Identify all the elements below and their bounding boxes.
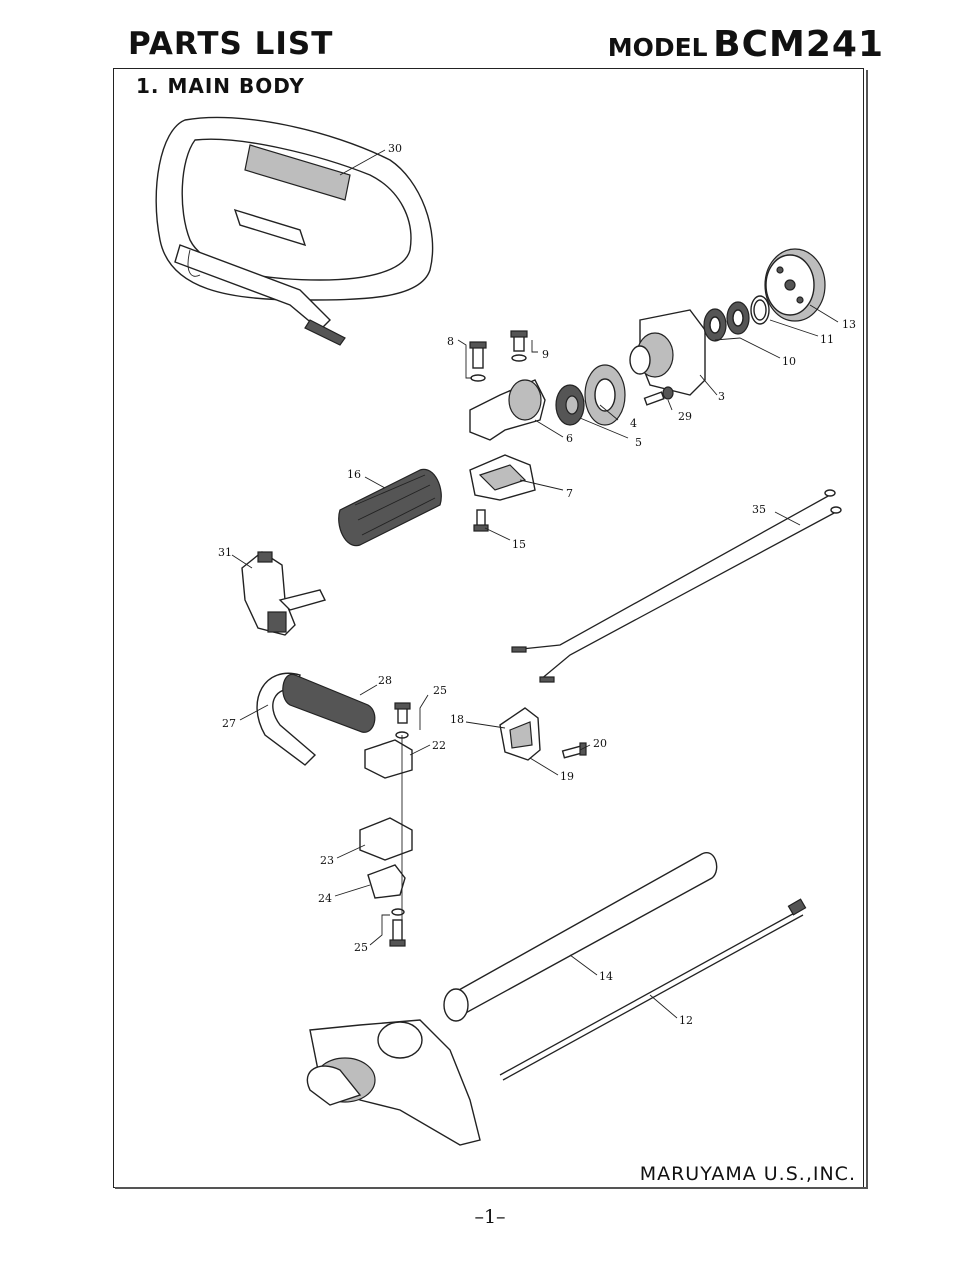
handle-clamp-part-22 [364,739,413,779]
callout-15: 15 [512,538,526,551]
model-heading: MODEL BCM241 [608,24,884,65]
clamp-part-24 [367,864,406,899]
callout-9: 9 [542,348,549,361]
clutch-housing-part-3 [629,309,706,396]
callout-24: 24 [318,892,332,905]
grip-part-28 [282,673,376,733]
callout-8: 8 [447,335,454,348]
callout-29: 29 [678,410,692,423]
callout-12: 12 [679,1014,693,1027]
callout-4: 4 [630,417,637,430]
callout-11: 11 [820,333,834,346]
cable-part-35 [511,489,842,683]
callout-25-upper: 25 [433,684,447,697]
clamp-part-23 [359,817,413,861]
callout-31: 31 [218,546,232,559]
frame-shadow-right [866,70,868,1189]
callout-35: 35 [752,503,766,516]
damper-part-5 [555,384,585,426]
bolt-part-25-upper [394,702,411,739]
throttle-part-31 [241,551,327,636]
callout-28: 28 [378,674,392,687]
callout-18: 18 [450,713,464,726]
callout-16: 16 [347,468,361,481]
page-number: –1– [474,1206,506,1228]
callout-30: 30 [388,142,402,155]
gasket-part-4 [584,364,626,426]
bolt-part-15 [473,509,489,532]
bolt-part-9 [510,330,528,362]
model-prefix: MODEL [607,33,708,62]
callout-numbers: 30 8 9 3 29 4 5 6 7 15 10 11 13 16 31 35… [218,142,856,1027]
callout-19: 19 [560,770,574,783]
company-name: MARUYAMA U.S.,INC. [639,1163,856,1185]
grip-part-16 [338,468,442,547]
callout-7: 7 [566,487,573,500]
bearings-part-10 [703,301,750,342]
callout-25-lower: 25 [354,941,368,954]
bolt-part-8 [469,341,487,382]
shaft-pipe-part-14 [443,852,718,1022]
model-number: BCM241 [713,24,884,65]
clamp-part-7 [469,454,536,501]
harness-part-30 [155,116,434,346]
bolt-part-25-lower [389,908,406,947]
callout-14: 14 [599,970,613,983]
frame-shadow-bottom [115,1187,867,1189]
callout-22: 22 [432,739,446,752]
clutch-drum-part-13 [764,248,826,322]
leader-lines [231,149,839,1019]
page-title: PARTS LIST [128,26,334,62]
drive-shaft-part-12 [499,898,807,1081]
callout-20: 20 [593,737,607,750]
callout-13: 13 [842,318,856,331]
callout-27: 27 [222,717,236,730]
gear-case-assembly [306,1019,481,1146]
callout-6: 6 [566,432,573,445]
handle-part-27 [256,672,317,766]
callout-10: 10 [782,355,796,368]
snap-ring-part-11 [750,295,770,325]
clamp-part-6 [469,379,546,441]
section-title: 1. MAIN BODY [136,74,305,98]
callout-3: 3 [718,390,725,403]
screw-part-29 [643,386,674,406]
bracket-part-18 [499,707,541,761]
bolt-part-20 [561,742,587,759]
callout-23: 23 [320,854,334,867]
callout-5: 5 [635,436,642,449]
